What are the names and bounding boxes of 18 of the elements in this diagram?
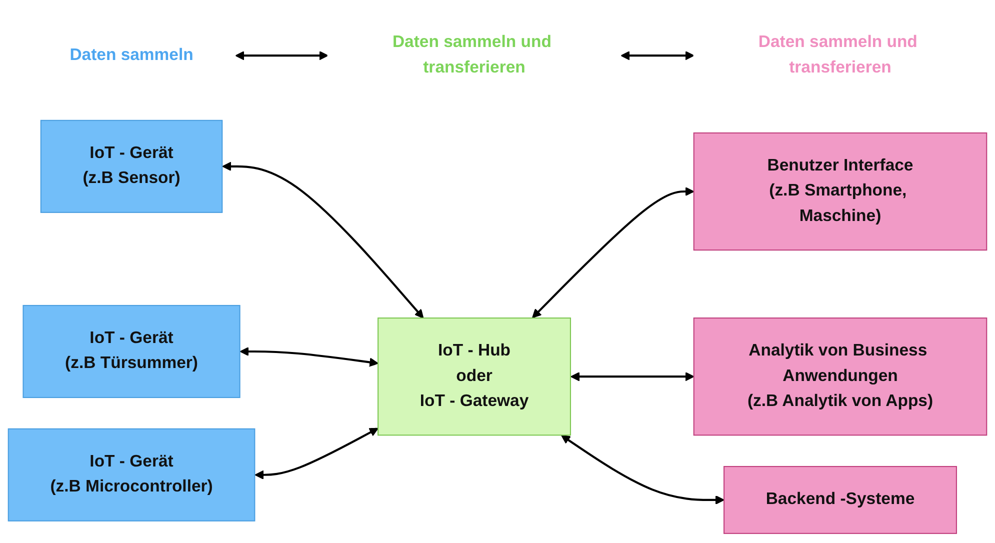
node-box: Benutzer Interface (z.B Smartphone, Maschine) [693,132,988,251]
arrow [222,162,424,318]
node-text: Daten sammeln und transferieren [392,34,552,76]
node-text: Daten sammeln und transferieren [758,34,918,76]
node-text: Daten sammeln [70,46,194,64]
node-box: Backend -Systeme [724,466,957,534]
arrow [561,434,724,505]
arrow [532,186,694,318]
arrow [254,428,378,480]
arrow [620,50,694,60]
node-box: IoT - Gerät (z.B Sensor) [40,120,223,213]
node-box: Analytik von Business Anwendungen (z.B Analytik von Apps) [693,318,988,436]
arrow [235,50,328,60]
node-box: IoT - Gerät (z.B Microcontroller) [8,428,256,522]
node-box: IoT - Gerät (z.B Türsummer) [22,304,240,398]
arrow [570,372,694,382]
arrow [240,346,378,367]
node-box: IoT - Hub oder IoT - Gateway [378,318,571,436]
